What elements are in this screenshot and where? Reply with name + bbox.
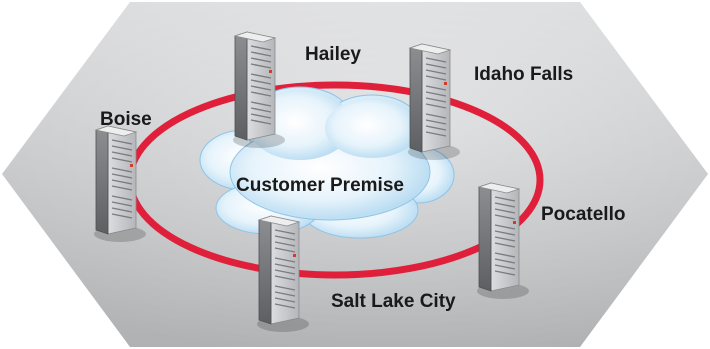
node-label-idaho-falls: Idaho Falls xyxy=(474,64,573,85)
node-label-boise: Boise xyxy=(100,109,152,130)
node-label-pocatello: Pocatello xyxy=(541,204,625,225)
cloud-label: Customer Premise xyxy=(236,175,404,196)
node-label-hailey: Hailey xyxy=(305,44,361,65)
customer-premise-cloud xyxy=(199,86,455,239)
node-label-salt-lake-city: Salt Lake City xyxy=(331,291,456,312)
